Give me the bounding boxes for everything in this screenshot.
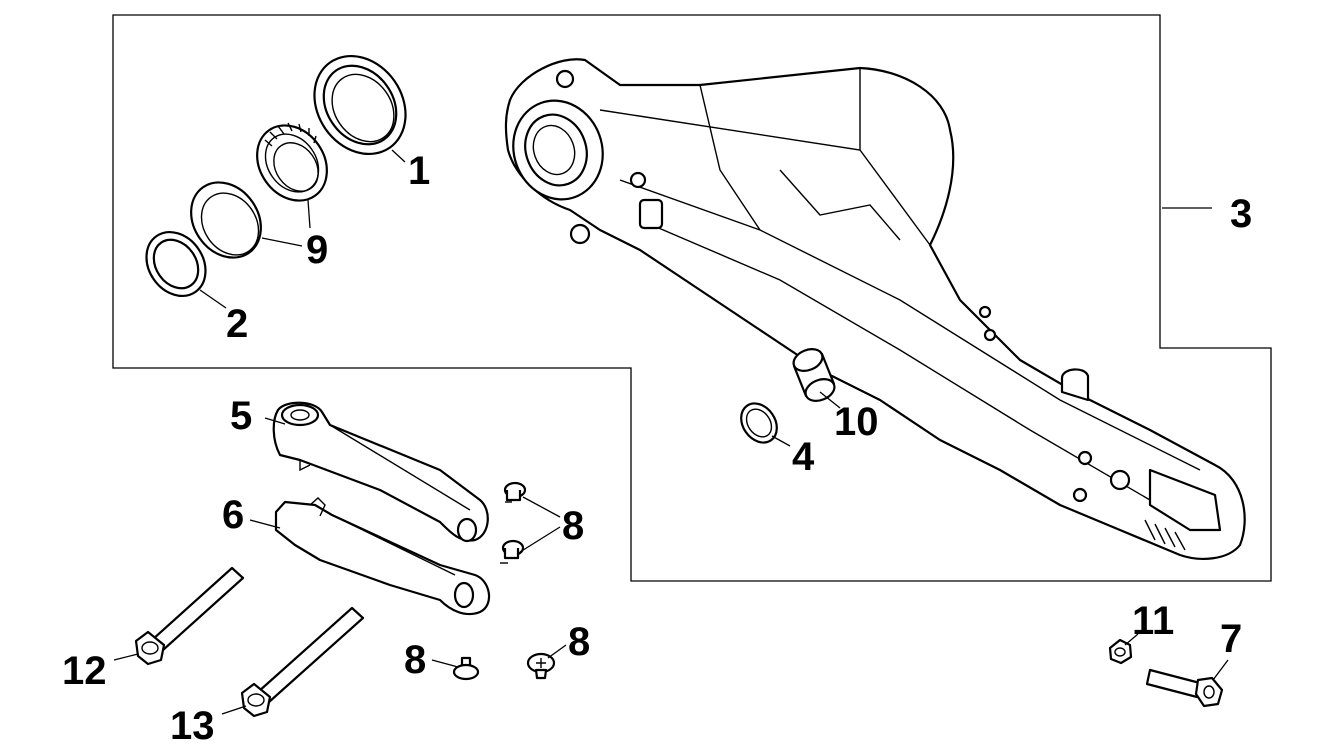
callout-5: 5 (230, 394, 252, 438)
leader-12 (113, 653, 139, 661)
leader-5 (264, 417, 286, 425)
assembly-frame (112, 14, 1272, 582)
callout-4: 4 (792, 435, 815, 479)
part-11-nut (1108, 638, 1133, 665)
part-1-oil-seal (313, 54, 407, 156)
part-5-chain-slider (272, 401, 489, 543)
callout-8b: 8 (404, 638, 426, 682)
callout-2: 2 (226, 302, 248, 346)
part-13-bolt (240, 606, 365, 718)
callout-7: 7 (1220, 617, 1242, 661)
part-8-screw-middle (500, 539, 525, 564)
part-9-bearing (256, 122, 328, 202)
callout-13: 13 (170, 704, 215, 748)
part-8-screw-upper (503, 481, 527, 503)
leader-8a (522, 496, 561, 518)
part-3-swingarm (504, 58, 1246, 560)
leader-8c (431, 659, 459, 668)
callout-10: 10 (834, 400, 879, 444)
leader-9b (261, 237, 303, 247)
part-7-bolt (1145, 668, 1224, 708)
callout-3: 3 (1230, 192, 1252, 236)
callout-labels: 1 9 2 3 10 4 5 6 8 8 8 12 13 11 7 (62, 149, 1252, 748)
leader-7 (1212, 659, 1229, 681)
part-4-washer (740, 402, 778, 444)
leader-13 (221, 705, 247, 715)
leader-1 (391, 149, 406, 163)
callout-6: 6 (222, 493, 244, 537)
callout-9: 9 (306, 228, 328, 272)
leader-10 (819, 391, 841, 409)
part-2-dust-seal (145, 231, 207, 297)
leader-lines (113, 149, 1229, 715)
leader-9a (307, 199, 311, 229)
callout-1: 1 (408, 149, 430, 193)
part-8-screw-lower-left (452, 656, 480, 681)
part-6-chain-guide (274, 497, 491, 616)
callout-8a: 8 (562, 504, 584, 548)
callout-8c: 8 (568, 620, 590, 664)
leader-8b (519, 526, 561, 553)
leader-11 (1124, 633, 1139, 646)
part-9-bearing-race (190, 181, 262, 259)
leader-2 (199, 289, 227, 309)
part-12-bolt (134, 566, 245, 666)
part-8-screw-lower-right (526, 652, 556, 680)
leader-8d (547, 644, 567, 659)
leader-6 (249, 519, 281, 529)
part-10-bushing (792, 348, 836, 402)
leader-4 (771, 435, 791, 447)
callout-12: 12 (62, 649, 107, 693)
callout-11: 11 (1132, 599, 1174, 643)
